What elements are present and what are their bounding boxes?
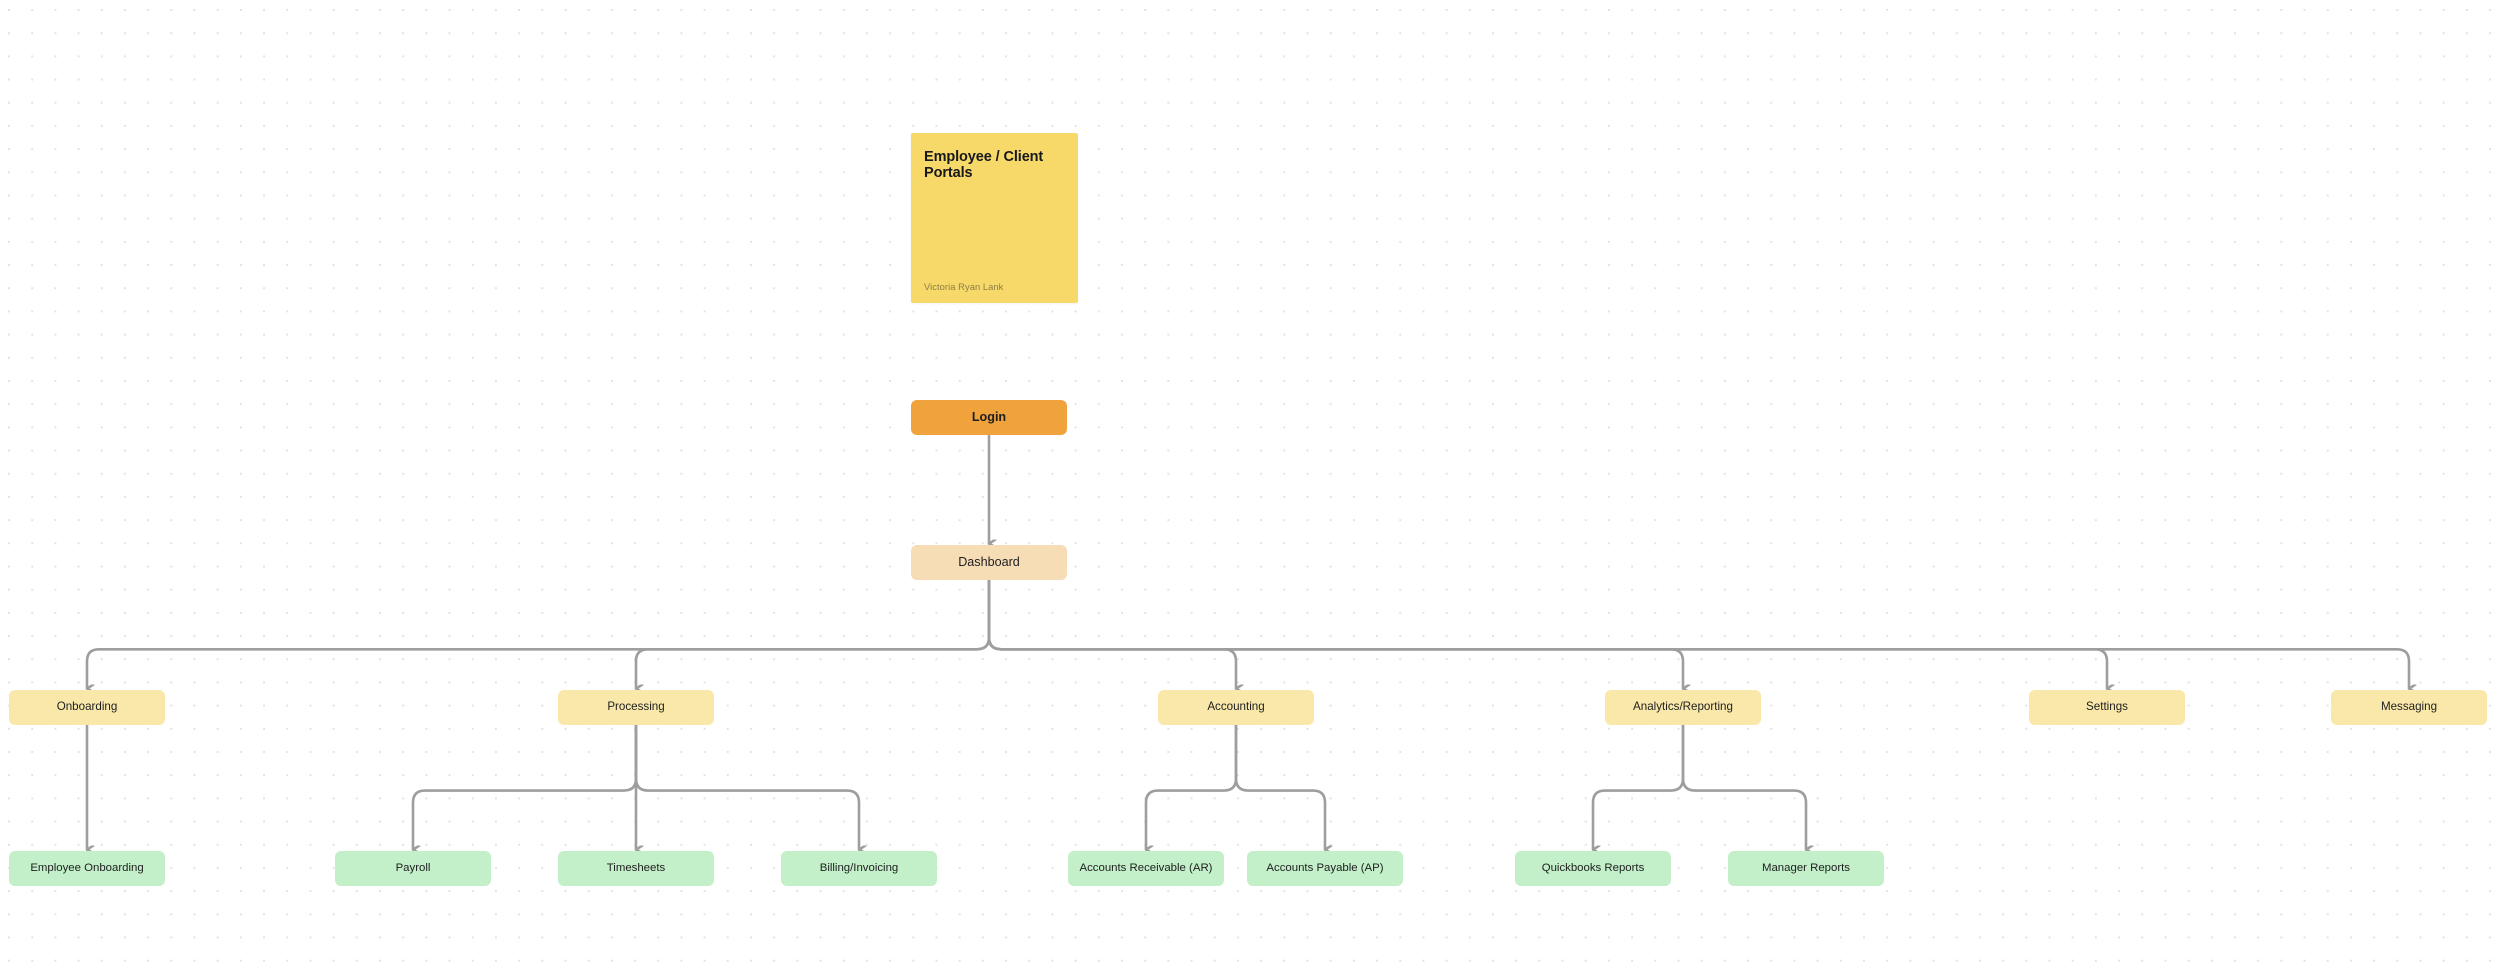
edge-dashboard-to-processing: [634, 578, 991, 689]
node-qb-reports[interactable]: Quickbooks Reports: [1515, 851, 1671, 886]
edge-dashboard-to-analytics: [987, 578, 1683, 689]
node-label: Processing: [607, 700, 665, 714]
node-label: Manager Reports: [1761, 862, 1850, 875]
edge-dashboard-to-settings: [987, 578, 2107, 689]
edge-dashboard-to-messaging: [987, 578, 2409, 689]
node-ap[interactable]: Accounts Payable (AP): [1247, 851, 1403, 886]
sticky-note-card[interactable]: Employee / Client Portals Victoria Ryan …: [911, 133, 1078, 303]
sticky-note-author: Victoria Ryan Lank: [924, 281, 1004, 292]
node-label: Billing/Invoicing: [819, 862, 899, 875]
edge-dashboard-to-onboarding: [85, 578, 991, 689]
node-messaging[interactable]: Messaging: [2331, 690, 2487, 725]
node-settings[interactable]: Settings: [2029, 690, 2185, 725]
edge-dashboard-to-accounting: [987, 578, 1236, 689]
node-label: Accounting: [1207, 700, 1265, 714]
edge-accounting-to-ar: [1144, 723, 1238, 850]
node-label: Accounts Receivable (AR): [1079, 862, 1213, 875]
node-label: Messaging: [2380, 700, 2438, 714]
node-label: Timesheets: [606, 862, 666, 875]
node-label: Analytics/Reporting: [1633, 700, 1733, 714]
node-label: Quickbooks Reports: [1541, 862, 1645, 875]
node-label: Payroll: [395, 862, 431, 875]
edge-processing-to-payroll: [411, 723, 638, 850]
sticky-note-title: Employee / Client Portals: [924, 149, 1044, 181]
edge-processing-to-billing: [634, 723, 859, 850]
node-onboarding[interactable]: Onboarding: [9, 690, 165, 725]
node-processing[interactable]: Processing: [558, 690, 714, 725]
node-label: Settings: [2086, 700, 2128, 714]
node-ar[interactable]: Accounts Receivable (AR): [1068, 851, 1224, 886]
node-label: Accounts Payable (AP): [1266, 862, 1384, 875]
node-login[interactable]: Login: [911, 400, 1067, 435]
node-label: Login: [971, 409, 1007, 424]
node-dashboard[interactable]: Dashboard: [911, 545, 1067, 580]
node-timesheets[interactable]: Timesheets: [558, 851, 714, 886]
node-label: Employee Onboarding: [30, 862, 144, 875]
node-mgr-reports[interactable]: Manager Reports: [1728, 851, 1884, 886]
node-label: Onboarding: [56, 700, 118, 714]
node-emp-onb[interactable]: Employee Onboarding: [9, 851, 165, 886]
node-accounting[interactable]: Accounting: [1158, 690, 1314, 725]
node-billing[interactable]: Billing/Invoicing: [781, 851, 937, 886]
edge-accounting-to-ap: [1234, 723, 1325, 850]
node-payroll[interactable]: Payroll: [335, 851, 491, 886]
node-label: Dashboard: [958, 554, 1020, 569]
edge-analytics-to-mgr-reports: [1681, 723, 1806, 850]
edge-analytics-to-qb-reports: [1591, 723, 1685, 850]
node-analytics[interactable]: Analytics/Reporting: [1605, 690, 1761, 725]
